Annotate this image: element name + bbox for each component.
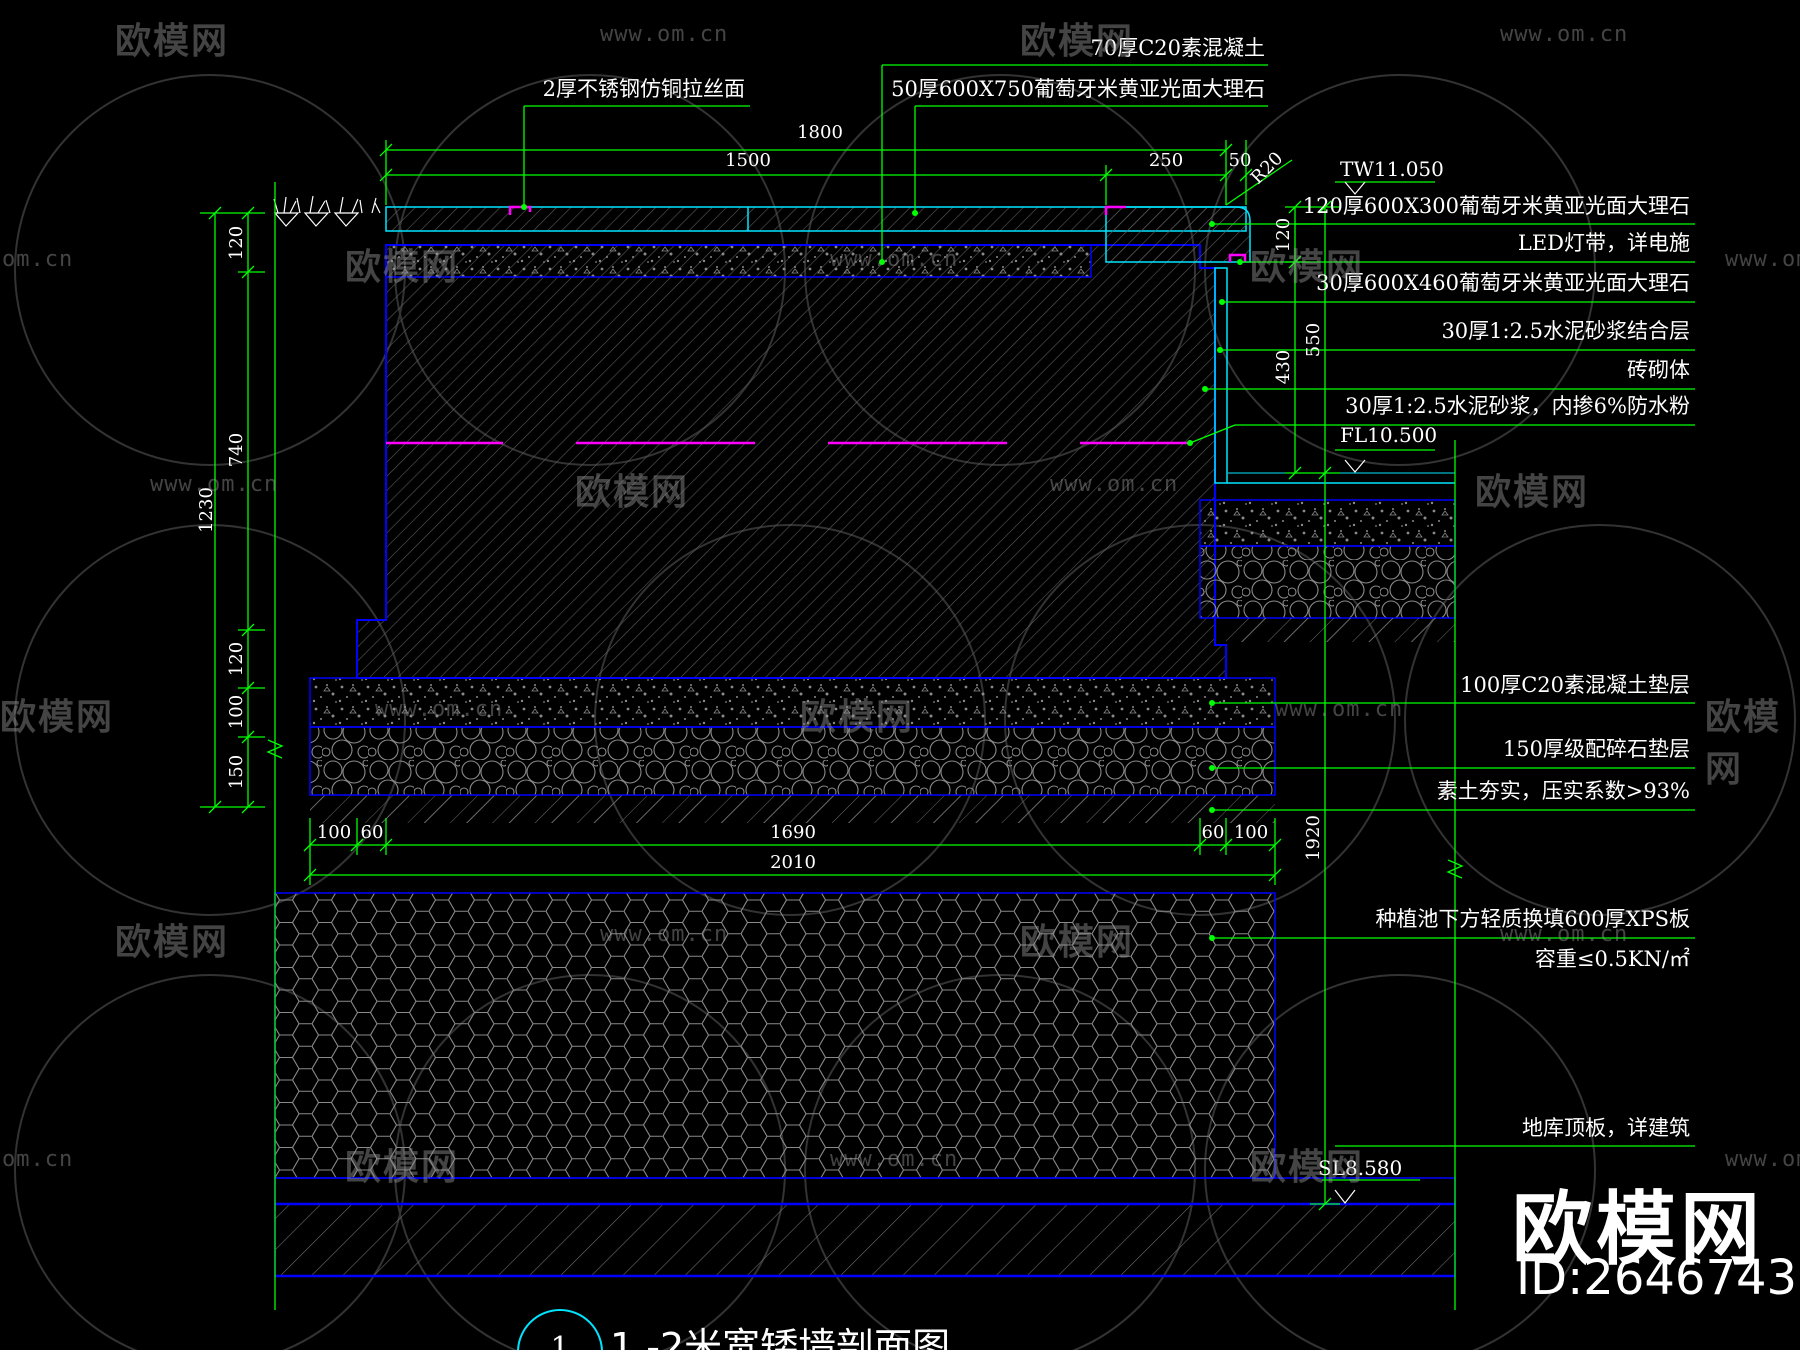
note-concrete-base: 100厚C20素混凝土垫层 <box>1460 673 1690 697</box>
note-marble-30: 30厚600X460葡萄牙米黄亚光面大理石 <box>1316 271 1690 295</box>
grass-symbol <box>273 195 381 227</box>
note-marble-50: 50厚600X750葡萄牙米黄亚光面大理石 <box>891 77 1265 101</box>
leader-dots <box>521 204 1243 941</box>
note-fl-level: FL10.500 <box>1340 423 1437 447</box>
dim-right-120: 120 <box>1273 218 1294 252</box>
dim-bottom-100a: 100 <box>317 822 351 843</box>
note-stainless-steel: 2厚不锈钢仿铜拉丝面 <box>543 77 745 101</box>
dim-bottom-60b: 60 <box>1202 822 1225 843</box>
dim-left-150: 150 <box>226 755 247 789</box>
dim-bottom-2010: 2010 <box>770 852 816 873</box>
gravel-base <box>309 726 1276 796</box>
note-xps-fill: 种植池下方轻质换填600厚XPS板 <box>1375 907 1690 931</box>
note-tw-level: TW11.050 <box>1340 157 1444 181</box>
dim-left-120a: 120 <box>226 226 247 260</box>
dim-top-250: 250 <box>1149 150 1183 171</box>
note-led-strip: LED灯带，详电施 <box>1518 231 1690 255</box>
note-density: 容重≤0.5KN/㎡ <box>1535 947 1690 971</box>
note-mortar-bond: 30厚1:2.5水泥砂浆结合层 <box>1441 319 1690 343</box>
title-number-circle <box>517 1309 603 1350</box>
concrete-base <box>309 677 1276 728</box>
roof-slab <box>274 1177 1456 1205</box>
level-markers <box>1334 181 1366 1204</box>
note-sl-level: SL8.580 <box>1318 1156 1402 1180</box>
note-c20-concrete-70: 70厚C20素混凝土 <box>1090 36 1265 60</box>
right-concrete <box>1199 499 1456 547</box>
right-gravel <box>1199 545 1456 619</box>
note-mortar-waterproof: 30厚1:2.5水泥砂浆，内掺6%防水粉 <box>1345 394 1690 418</box>
mortar-layer <box>385 244 1092 278</box>
dim-left-100: 100 <box>226 695 247 729</box>
note-compacted-soil: 素土夯实，压实系数>93% <box>1437 779 1690 803</box>
right-earth <box>1226 618 1455 642</box>
title-number: 1 <box>550 1331 569 1350</box>
coping-stone <box>1105 206 1251 263</box>
note-roof-slab: 地库顶板，详建筑 <box>1522 1116 1690 1140</box>
compacted-earth <box>310 795 1275 823</box>
dim-right-1920: 1920 <box>1303 815 1324 861</box>
dim-left-total: 1230 <box>196 487 217 533</box>
dim-top-1500: 1500 <box>725 150 771 171</box>
dim-radius: R20 <box>1247 148 1288 189</box>
dim-bottom-100b: 100 <box>1234 822 1268 843</box>
veneer-stone <box>1214 267 1228 484</box>
note-marble-120: 120厚600X300葡萄牙米黄亚光面大理石 <box>1303 194 1690 218</box>
brand-logo: 欧模网 <box>1512 1183 1764 1276</box>
dim-left-740: 740 <box>226 433 247 467</box>
brand-id: ID:2646743 <box>1516 1250 1798 1306</box>
dim-left-120b: 120 <box>226 642 247 676</box>
brick-wall <box>356 244 1227 679</box>
dimension-lines <box>200 64 1695 1310</box>
dim-bottom-1690: 1690 <box>770 822 816 843</box>
dim-top-1800: 1800 <box>797 122 843 143</box>
note-brick: 砖砌体 <box>1627 358 1690 382</box>
xps-layer <box>274 892 1276 1179</box>
dim-bottom-60a: 60 <box>361 822 384 843</box>
dim-top-50: 50 <box>1229 150 1252 171</box>
note-gravel-base: 150厚级配碎石垫层 <box>1503 737 1690 761</box>
dim-right-430: 430 <box>1273 350 1294 384</box>
drawing-title: 1 -2米宽矮墙剖面图 <box>610 1325 950 1350</box>
dim-right-550: 550 <box>1303 323 1324 357</box>
slab-hatch <box>274 1203 1456 1277</box>
waterproof-lines <box>386 205 1247 445</box>
